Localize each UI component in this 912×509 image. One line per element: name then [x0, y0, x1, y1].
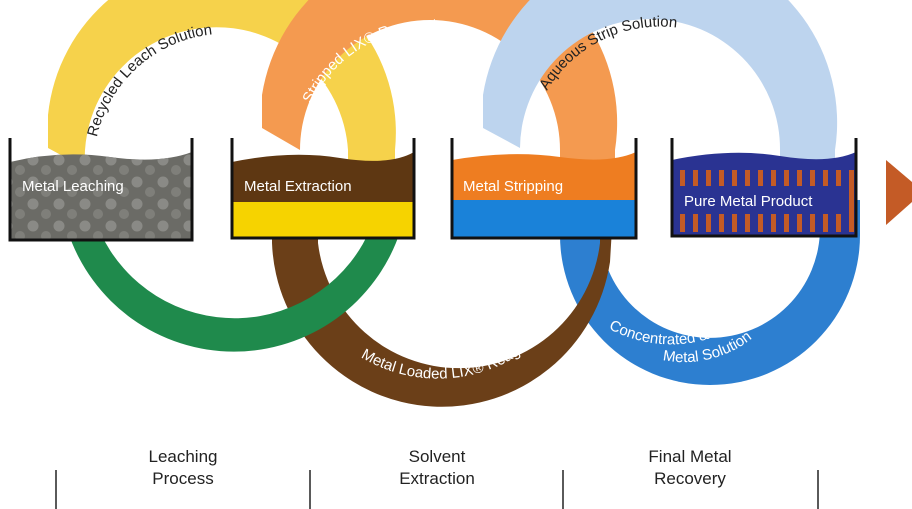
metal-stripping-tank: Metal Stripping	[450, 138, 638, 240]
stage-line2: Extraction	[399, 469, 475, 488]
aqueous-strip-solution-arrow	[483, 0, 838, 168]
stage-line2: Recovery	[654, 469, 726, 488]
stage-solvent-extraction: Solvent Extraction	[337, 446, 537, 490]
stage-leaching-process: Leaching Process	[83, 446, 283, 490]
concentrated-metal-solution-arrow	[560, 200, 860, 385]
stage-dividers	[55, 470, 819, 509]
stage-line1: Solvent	[408, 447, 466, 466]
pure-metal-product-label: Pure Metal Product	[684, 193, 813, 210]
pure-metal-product-tank: Pure Metal Product	[670, 138, 858, 238]
metal-leaching-label: Metal Leaching	[22, 178, 124, 195]
stage-line2: Process	[152, 469, 214, 488]
metal-loaded-lix-reagent-arrow	[272, 200, 612, 407]
stage-final-metal-recovery: Final Metal Recovery	[590, 446, 790, 490]
metal-extraction-tank: Metal Extraction	[230, 138, 416, 240]
metal-stripping-label: Metal Stripping	[463, 178, 563, 195]
metal-extraction-label: Metal Extraction	[244, 178, 352, 195]
stage-line1: Final Metal	[648, 447, 732, 466]
output-arrow-icon	[886, 160, 912, 225]
impure-metal-leach-solution-arrow	[68, 205, 400, 352]
stage-line1: Leaching	[148, 447, 218, 466]
electrode-rod	[849, 170, 854, 232]
metal-leaching-tank: Metal Leaching	[8, 138, 194, 242]
